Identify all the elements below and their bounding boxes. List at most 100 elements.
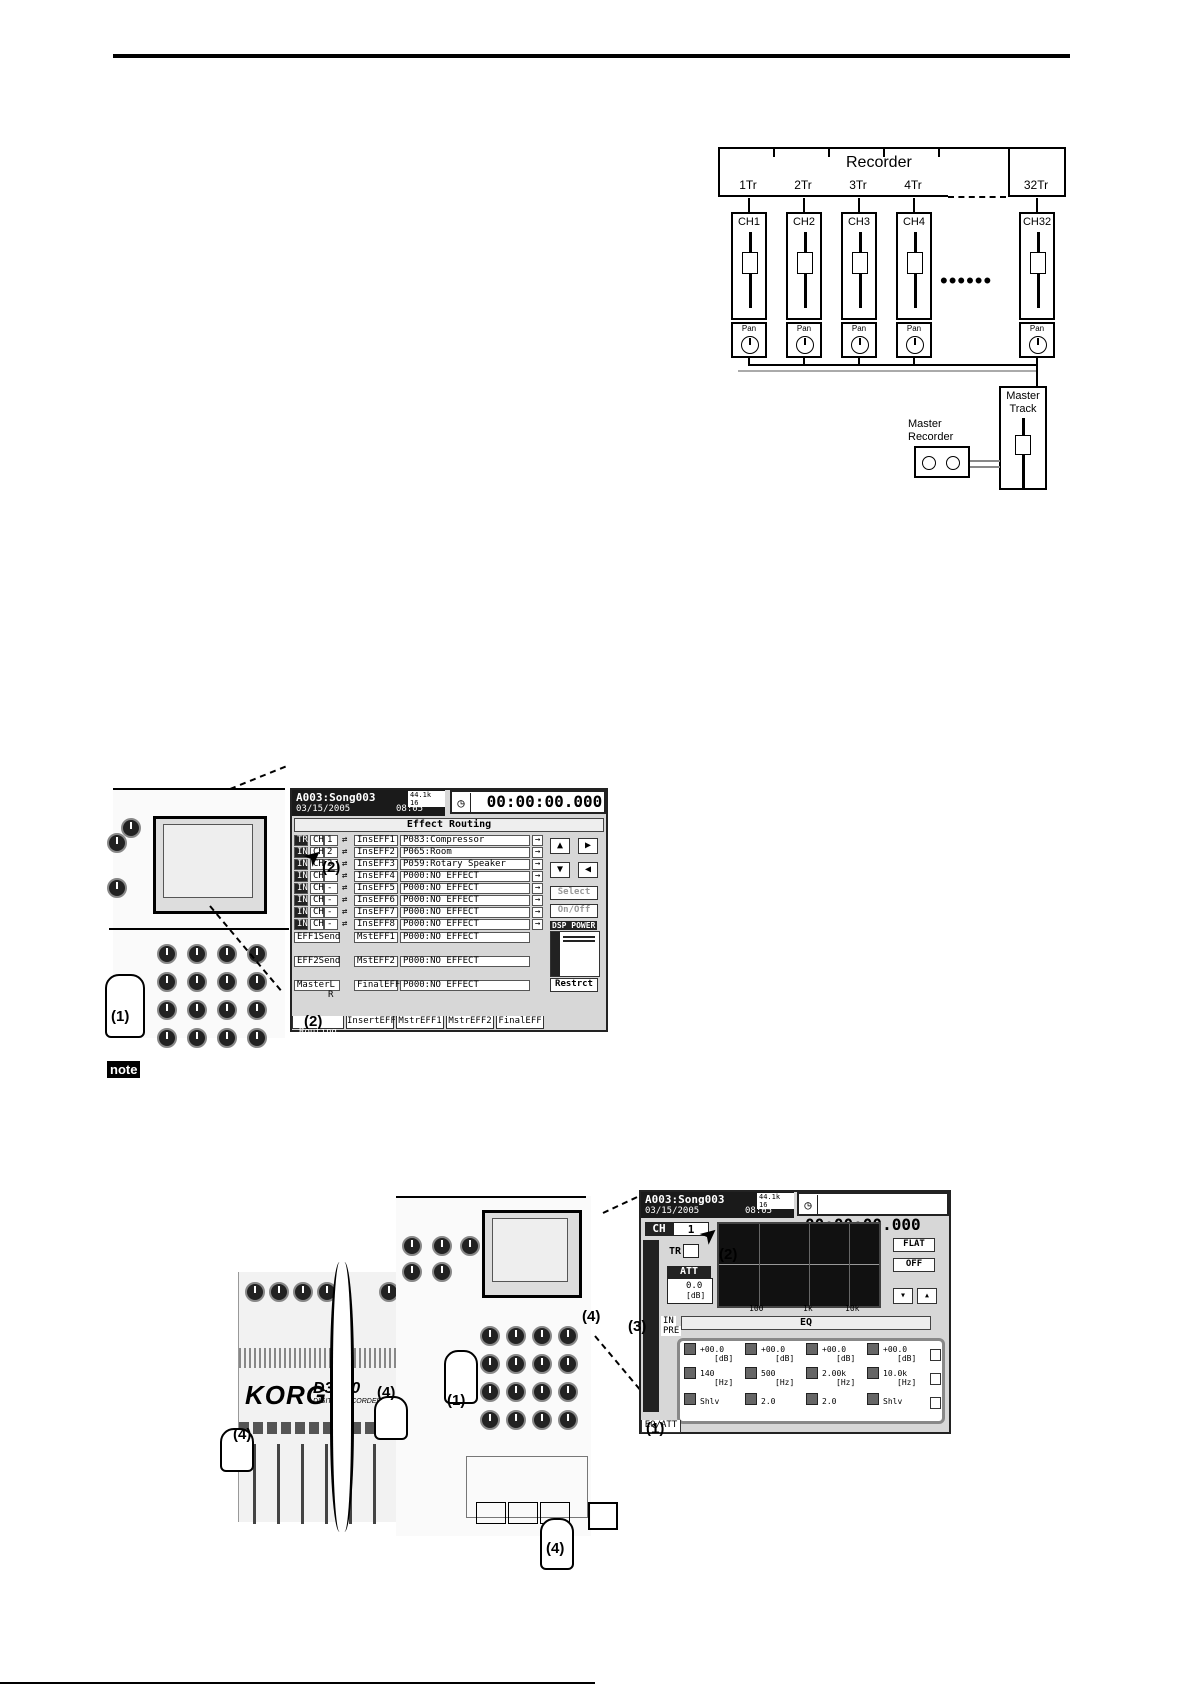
tab-finaleff[interactable]: FinalEFF [496,1016,544,1029]
ch-number[interactable]: 2 [324,847,338,858]
source-toggle[interactable]: TR [294,835,308,846]
effect-patch[interactable]: P065:Room [400,847,530,858]
effect-patch[interactable]: P000:NO EFFECT [400,895,530,906]
song-date: 03/15/2005 [296,804,351,814]
att-box[interactable]: 0.0 [dB] [667,1278,713,1304]
jump-arrow-icon[interactable]: → [532,835,543,846]
tr-toggle-icon[interactable] [683,1244,699,1258]
tab-mstreff2[interactable]: MstrEFF2 [446,1016,494,1029]
knob-icon[interactable] [684,1343,696,1355]
tab-inserteff[interactable]: InsertEFF [346,1016,396,1029]
ch-value[interactable]: 1 [673,1222,709,1236]
eq-funit: [Hz] [775,1378,795,1387]
jump-arrow-icon[interactable]: → [532,895,543,906]
ch-number[interactable]: 1 [324,835,338,846]
jump-arrow-icon[interactable]: → [532,847,543,858]
up-arrow-button[interactable]: ▲ [550,838,570,854]
ch-number[interactable] [324,871,338,882]
restrct-button[interactable]: Restrct [550,978,598,992]
swap-icon: ⇄ [342,895,348,905]
callout: (4) [377,1384,396,1401]
knob-icon[interactable] [806,1367,818,1379]
effect-slot: MstEFF2 [354,956,398,967]
onoff-button[interactable]: On/Off [550,904,598,918]
swap-icon: ⇄ [342,919,348,929]
effect-patch[interactable]: P083:Compressor [400,835,530,846]
tab-eff-routing[interactable]: EFF Routing [292,1016,344,1037]
channel-strip: CH2 [786,212,822,320]
knob-icon[interactable] [684,1367,696,1379]
effect-patch[interactable]: P000:NO EFFECT [400,919,530,930]
sample-rate: 44.1k 16 [408,791,445,807]
tab-mstreff1[interactable]: MstrEFF1 [396,1016,444,1029]
knob-icon[interactable] [867,1367,879,1379]
knob-icon[interactable] [745,1367,757,1379]
knob-icon[interactable] [867,1343,879,1355]
knob-icon[interactable] [867,1393,879,1405]
ch-number[interactable]: - [324,907,338,918]
source-toggle[interactable]: IN [294,871,308,882]
effect-patch[interactable]: P000:NO EFFECT [400,932,530,943]
left-arrow-button[interactable]: ◀ [578,862,598,878]
clock-icon[interactable]: ◷ [452,793,471,813]
source-toggle[interactable]: IN [294,847,308,858]
knob-icon[interactable] [684,1393,696,1405]
clock-icon[interactable]: ◷ [799,1195,818,1215]
jump-arrow-icon[interactable]: → [532,871,543,882]
eq-band-4[interactable]: +00.0[dB]10.0k[Hz]Shlv [867,1343,925,1417]
dsp-power-meter [550,931,600,977]
graph-down-button[interactable]: ▾ [893,1288,913,1304]
eq-funit: [Hz] [836,1378,856,1387]
send-source: EFF1Send [294,932,340,943]
jump-arrow-icon[interactable]: → [532,883,543,894]
effect-patch[interactable]: P000:NO EFFECT [400,871,530,882]
effect-patch[interactable]: P000:NO EFFECT [400,907,530,918]
source-toggle[interactable]: IN [294,883,308,894]
graph-up-button[interactable]: ▴ [917,1288,937,1304]
callout: (2) [322,859,341,876]
effect-slot: InsEFF5 [354,883,398,894]
ch-number[interactable]: - [324,895,338,906]
eq-band-2[interactable]: +00.0[dB]500[Hz]2.0 [745,1343,803,1417]
select-button[interactable]: Select [550,886,598,900]
knob-icon[interactable] [806,1343,818,1355]
eq-funit: [Hz] [714,1378,734,1387]
jump-arrow-icon[interactable]: → [532,907,543,918]
effect-patch[interactable]: P000:NO EFFECT [400,980,530,991]
tab-eq-att[interactable]: EQ/ATT [641,1420,681,1433]
source-toggle[interactable]: IN [294,859,308,870]
flat-button[interactable]: FLAT [893,1238,935,1252]
knob-icon[interactable] [806,1393,818,1405]
ch-number[interactable]: 3 [324,859,338,870]
source-toggle[interactable]: IN [294,919,308,930]
effect-patch[interactable]: P000:NO EFFECT [400,956,530,967]
ch-number[interactable]: - [324,883,338,894]
right-arrow-button[interactable]: ▶ [578,838,598,854]
off-button[interactable]: OFF [893,1258,935,1272]
eq-band-1[interactable]: +00.0[dB]140[Hz]Shlv [684,1343,742,1417]
knob-icon[interactable] [745,1343,757,1355]
effect-patch[interactable]: P059:Rotary Speaker [400,859,530,870]
jump-arrow-icon[interactable]: → [532,919,543,930]
jump-arrow-icon[interactable]: → [532,859,543,870]
source-toggle[interactable]: IN [294,895,308,906]
swap-icon: ⇄ [342,847,348,857]
eq-freq: 2.00k [822,1369,847,1378]
ch-number[interactable]: - [324,919,338,930]
knob-icon[interactable] [745,1393,757,1405]
effect-patch[interactable]: P000:NO EFFECT [400,883,530,894]
down-arrow-button[interactable]: ▼ [550,862,570,878]
source-toggle[interactable]: IN [294,907,308,918]
eq-band-3[interactable]: +00.0[dB]2.00k[Hz]2.0 [806,1343,864,1417]
